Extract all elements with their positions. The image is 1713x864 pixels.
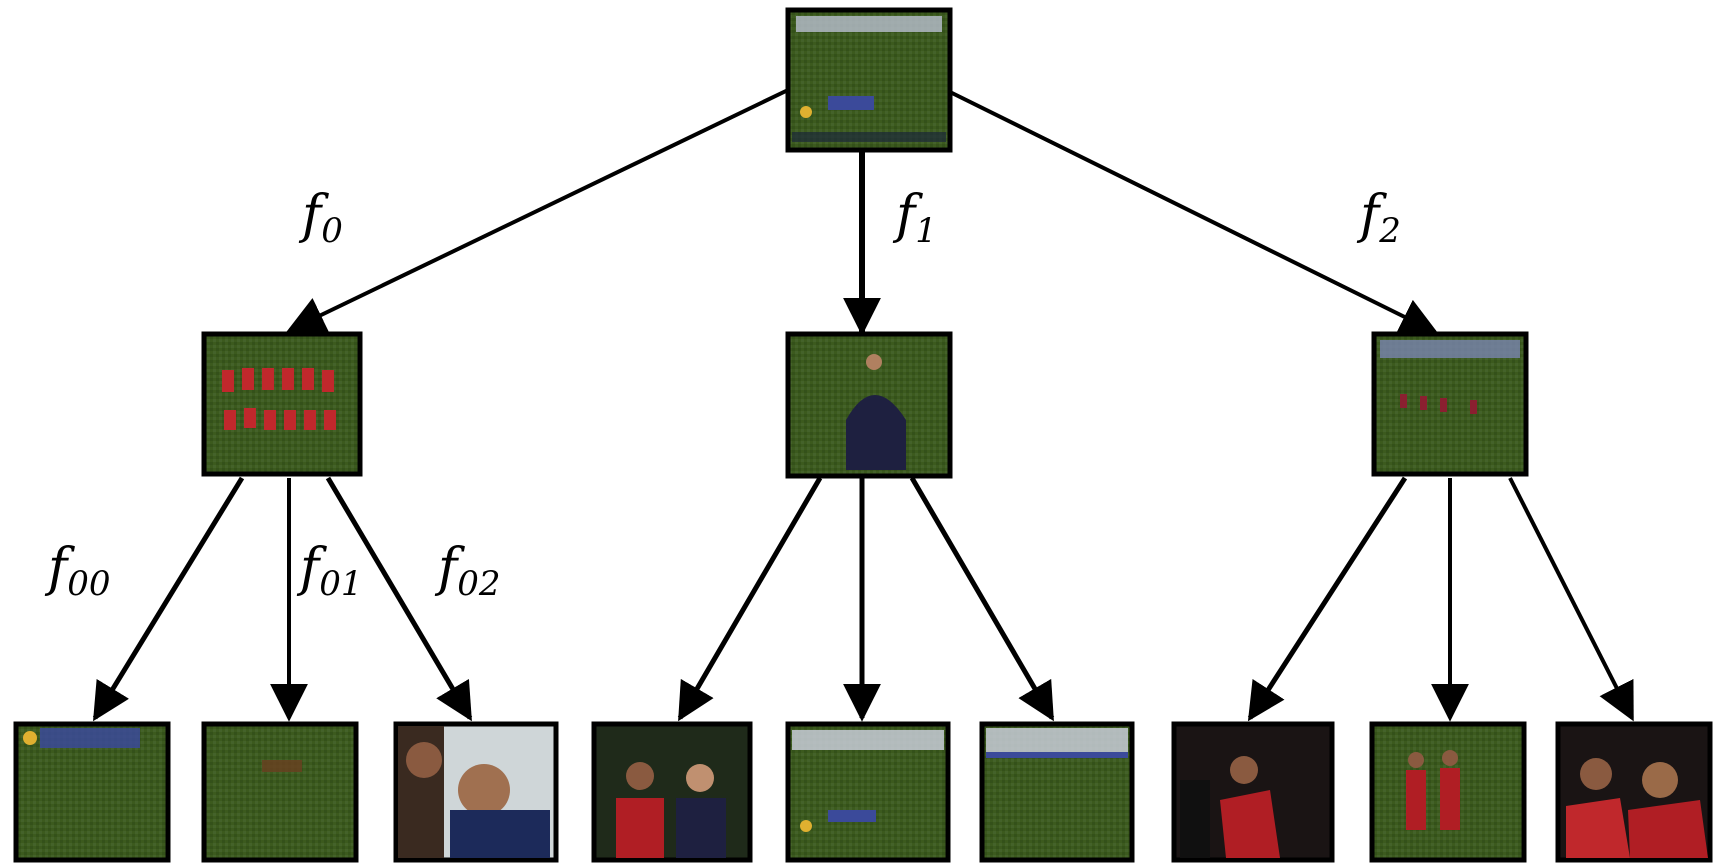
level1-frame-2 bbox=[1371, 331, 1529, 477]
edge-root-to-f0 bbox=[286, 88, 789, 333]
edge-f0-to-f02 bbox=[325, 476, 473, 722]
level2-frame-7 bbox=[1369, 721, 1527, 863]
label-f2: f2 bbox=[1356, 185, 1401, 251]
level2-frame-4 bbox=[785, 721, 951, 863]
label-f00: f00 bbox=[44, 538, 111, 604]
root-frame bbox=[785, 7, 953, 153]
edge-f2-c bbox=[1508, 477, 1634, 722]
label-f01: f01 bbox=[296, 538, 363, 604]
edge-f0-to-f00 bbox=[92, 476, 245, 722]
level1-frame-1 bbox=[785, 331, 953, 479]
edge-f1-c bbox=[909, 476, 1055, 722]
edge-root-to-f2 bbox=[949, 90, 1439, 334]
level2-frame-0 bbox=[13, 721, 171, 863]
label-f1: f1 bbox=[892, 185, 937, 251]
label-f0: f0 bbox=[298, 185, 343, 251]
label-f02: f02 bbox=[434, 538, 501, 604]
level2-frame-8 bbox=[1555, 721, 1713, 863]
level1-frame-0 bbox=[201, 331, 363, 477]
level2-frame-3 bbox=[591, 721, 753, 863]
level2-frame-2 bbox=[393, 721, 559, 863]
level2-frame-1 bbox=[201, 721, 359, 863]
level2-frame-5 bbox=[979, 721, 1135, 863]
edge-f1-a bbox=[677, 476, 823, 722]
level2-frame-6 bbox=[1171, 721, 1335, 863]
edge-f2-a bbox=[1247, 476, 1408, 722]
team-players bbox=[222, 368, 336, 430]
